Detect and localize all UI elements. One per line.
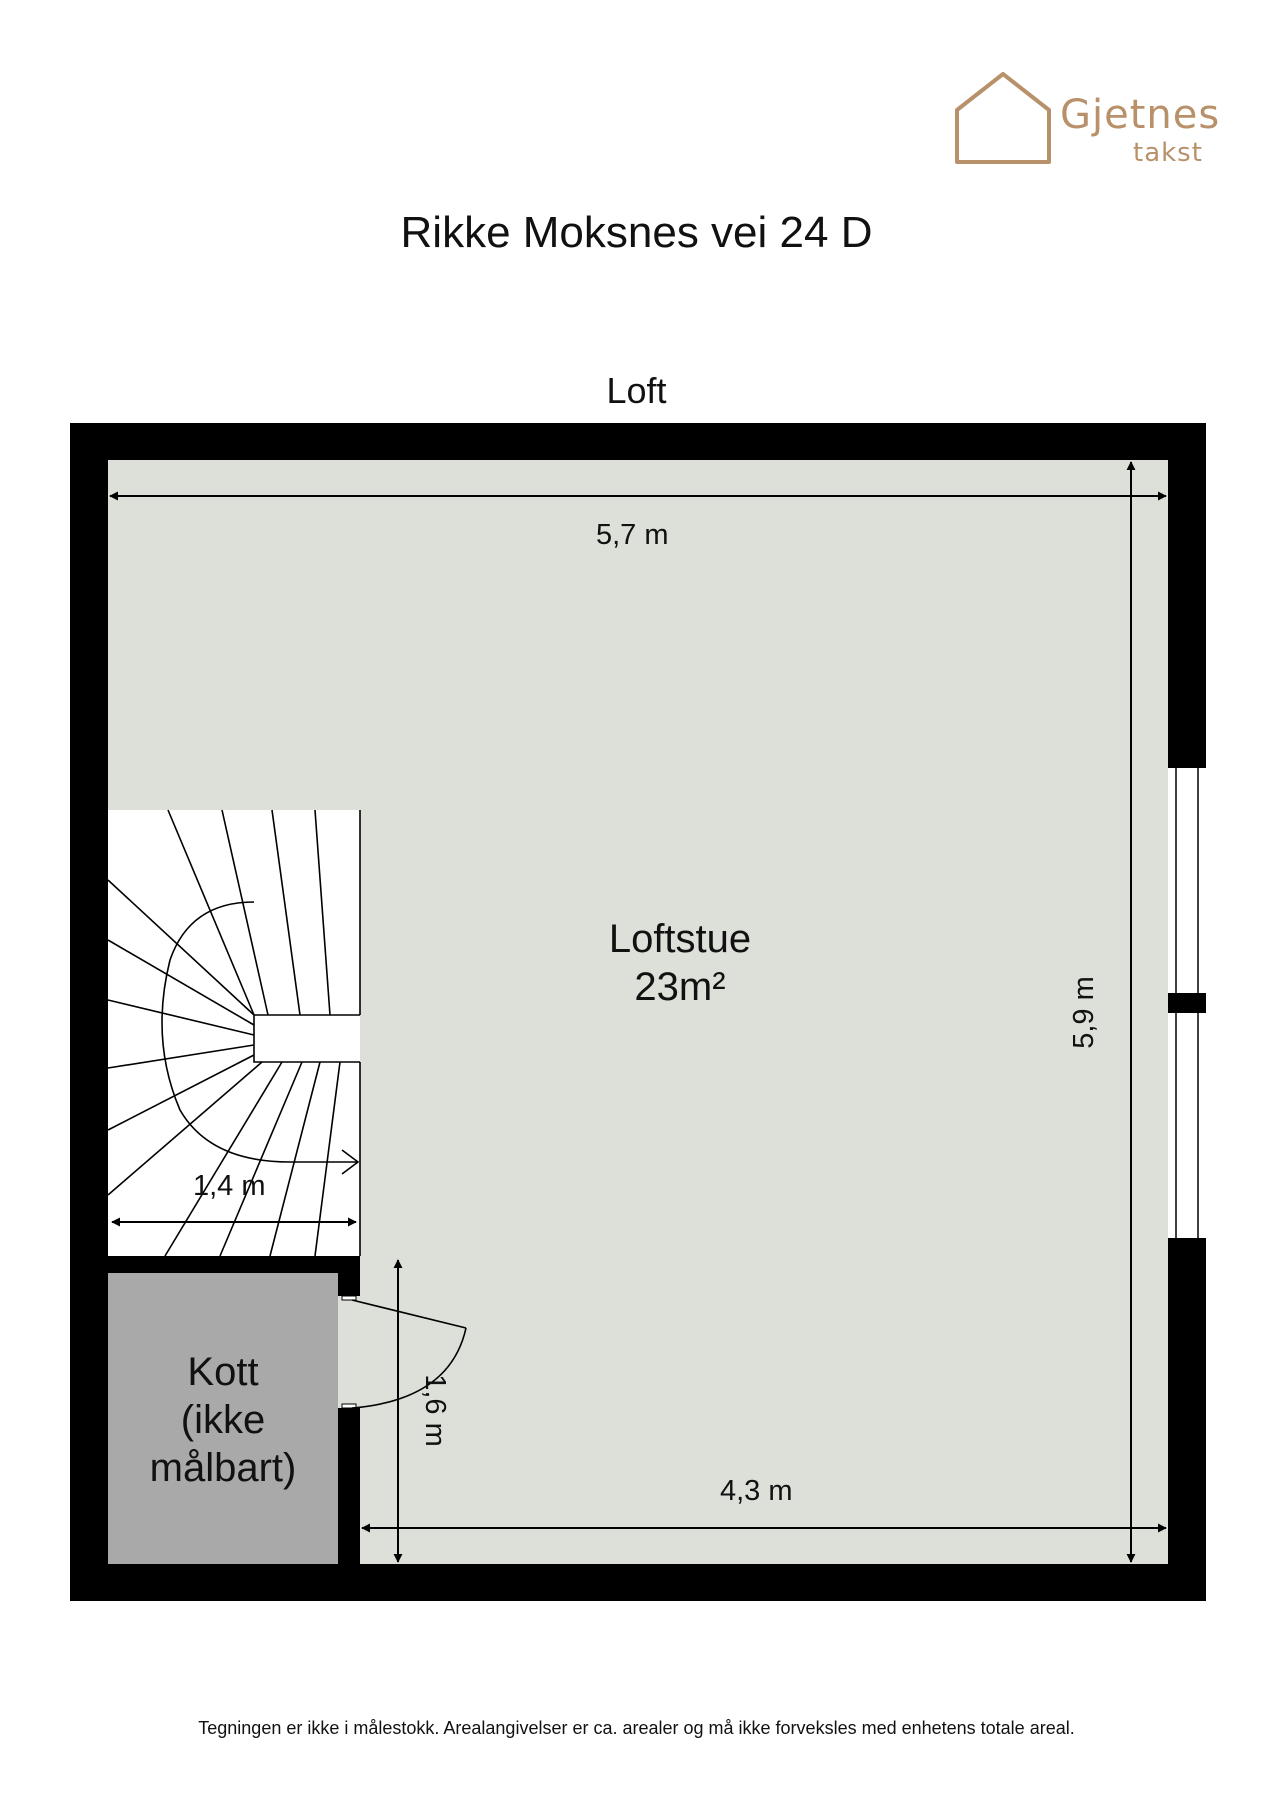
interior-wall-top [108, 1256, 360, 1273]
dimension-label-stair: 1,4 m [193, 1170, 266, 1202]
room-kott-floor [108, 1273, 338, 1564]
company-logo [955, 72, 1051, 164]
dimension-label-top: 5,7 m [596, 519, 669, 551]
logo-sub-text: takst [1133, 138, 1203, 168]
dimension-label-bottom: 4,3 m [720, 1475, 793, 1507]
dimension-label-inner: 1,6 m [418, 1374, 451, 1447]
door-swing [351, 1299, 467, 1409]
dimension-label-right: 5,9 m [1067, 976, 1100, 1049]
room-area: 23m² [634, 965, 726, 1009]
kott-line-1: Kott [187, 1350, 259, 1394]
kott-line-2: (ikke [180, 1398, 266, 1442]
room-name: Loftstue [608, 917, 752, 961]
door-opening [338, 1296, 360, 1408]
kott-line-3: målbart) [149, 1446, 297, 1490]
window-right [1168, 768, 1206, 1238]
room-label-kott: Kott (ikke målbart) [108, 1348, 338, 1492]
footer-disclaimer: Tegningen er ikke i målestokk. Arealangi… [198, 1718, 1075, 1738]
staircase [107, 809, 361, 1257]
room-label-loftstue: Loftstue 23m² [560, 915, 800, 1011]
logo-brand-text: Gjetnes [1060, 92, 1221, 138]
house-outline-icon [955, 72, 1051, 164]
floor-label: Loft [606, 370, 667, 411]
page-title: Rikke Moksnes vei 24 D [400, 208, 873, 257]
